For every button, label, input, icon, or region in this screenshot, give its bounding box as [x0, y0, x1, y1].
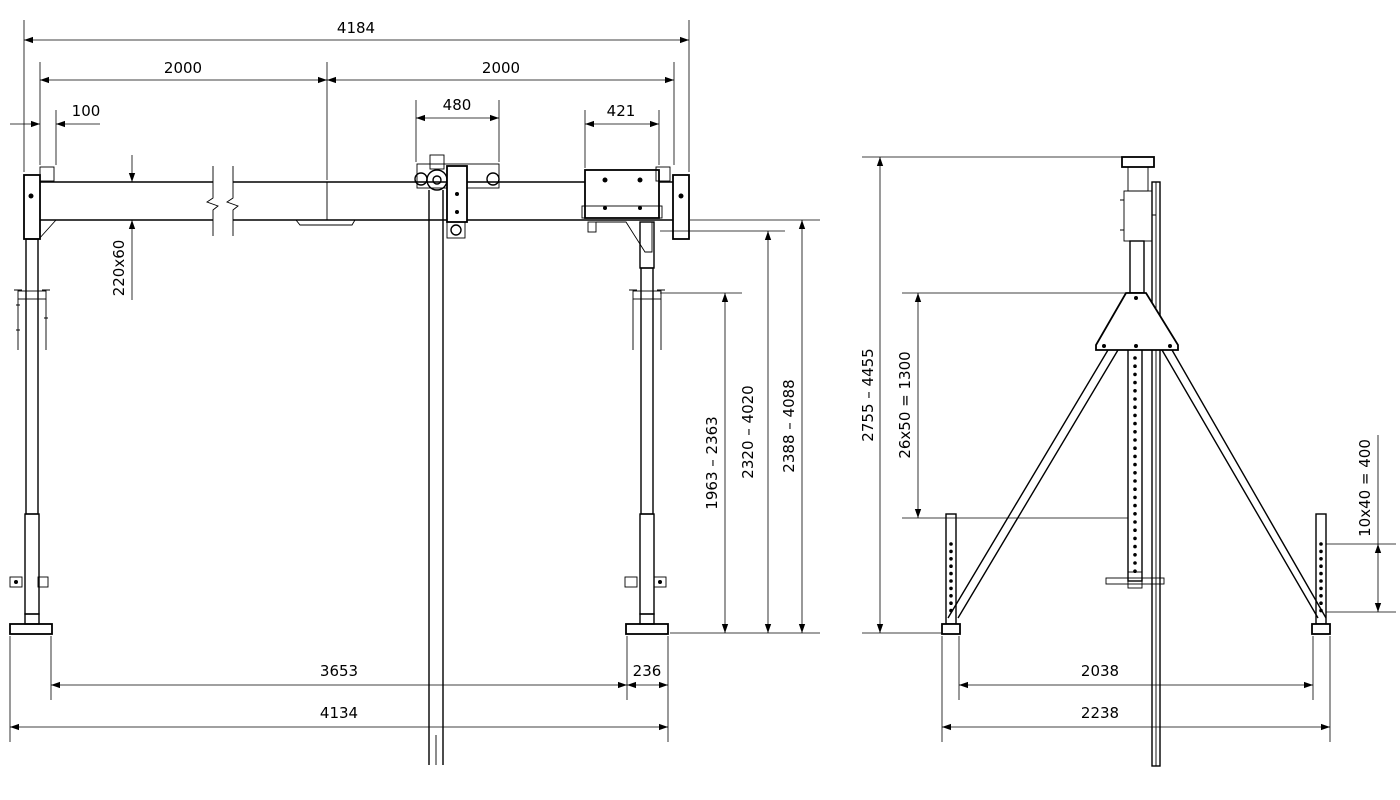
right-post-hole [1319, 557, 1323, 561]
dim-hoist-plate: 421 [607, 102, 636, 120]
dim-height-1: 1963 – 2363 [703, 416, 721, 509]
left-foot-post [941, 513, 961, 635]
right-post-hole [1319, 594, 1323, 598]
column-hole [1133, 372, 1137, 377]
column-hole [1133, 397, 1137, 401]
right-post-hole [1319, 608, 1323, 613]
right-post-hole [1319, 542, 1323, 546]
column-hole [1133, 553, 1137, 557]
column-hole [1133, 446, 1137, 451]
left-post-hole [949, 564, 953, 568]
column-hole [1133, 454, 1137, 459]
left-post-hole [949, 601, 953, 605]
dim-foot-inner: 2038 [1081, 662, 1119, 680]
side-dimensions [862, 156, 1396, 742]
left-post-hole [949, 586, 953, 591]
column-hole [1133, 503, 1137, 508]
right-post-hole [1319, 564, 1323, 568]
dim-height-3: 2388 – 4088 [780, 379, 798, 472]
left-post-hole [949, 549, 953, 554]
right-post-hole [1319, 601, 1323, 605]
left-post-hole [949, 542, 953, 546]
dim-half-right: 2000 [482, 59, 520, 77]
column-hole [1133, 544, 1137, 549]
front-dimensions [9, 20, 820, 742]
right-leg [581, 166, 690, 635]
column-hole [1133, 528, 1137, 532]
dim-height-2: 2320 – 4020 [739, 385, 757, 478]
left-post-hole [949, 594, 953, 598]
right-post-hole [1319, 586, 1323, 591]
front-view: 4184 2000 2000 100 480 421 220x60 1963 –… [9, 19, 820, 765]
side-view: 2755 – 4455 26x50 = 1300 10x40 = 400 203… [859, 156, 1396, 767]
left-post-hole [949, 571, 953, 576]
column-hole [1133, 430, 1137, 434]
column-hole [1133, 561, 1137, 565]
left-post-hole [949, 579, 953, 583]
dim-foot-outer: 2238 [1081, 704, 1119, 722]
right-foot-post [1311, 513, 1331, 635]
right-post-hole [1319, 549, 1323, 554]
column-hole [1133, 479, 1137, 483]
dim-overall-height: 2755 – 4455 [859, 348, 877, 441]
dim-offset: 100 [72, 102, 101, 120]
left-post-hole [949, 557, 953, 561]
left-leg [9, 166, 55, 635]
column-hole [1133, 438, 1137, 442]
dim-trolley: 480 [443, 96, 472, 114]
column-hole [1133, 356, 1137, 360]
dim-leg-span: 3653 [320, 662, 358, 680]
column-hole [1133, 569, 1137, 573]
column-hole [1133, 389, 1137, 393]
column-hole [1133, 421, 1137, 426]
dim-adjust-range: 26x50 = 1300 [896, 351, 914, 458]
column-hole [1133, 520, 1137, 524]
dim-overall-top: 4184 [337, 19, 375, 37]
column-hole [1133, 487, 1137, 492]
dim-leg-adjust: 10x40 = 400 [1356, 439, 1374, 537]
column-hole [1133, 512, 1137, 516]
dim-beam-section: 220x60 [110, 240, 128, 297]
column-hole [1133, 495, 1137, 500]
diagonal-legs [947, 349, 1327, 619]
column-hole [1133, 364, 1137, 369]
column-hole [1133, 471, 1137, 475]
right-post-hole [1319, 579, 1323, 583]
dim-foot: 236 [633, 662, 662, 680]
column-hole [1133, 380, 1137, 385]
triangle-gusset [1095, 292, 1179, 351]
column-hole [1133, 536, 1137, 541]
dim-half-left: 2000 [164, 59, 202, 77]
dim-overall-bottom: 4134 [320, 704, 358, 722]
right-post-hole [1319, 571, 1323, 576]
adjustment-holes [949, 356, 1323, 613]
column-hole [1133, 405, 1137, 410]
trolley [414, 154, 500, 765]
column-hole [1133, 413, 1137, 418]
column-hole [1133, 462, 1137, 467]
left-post-hole [949, 608, 953, 613]
